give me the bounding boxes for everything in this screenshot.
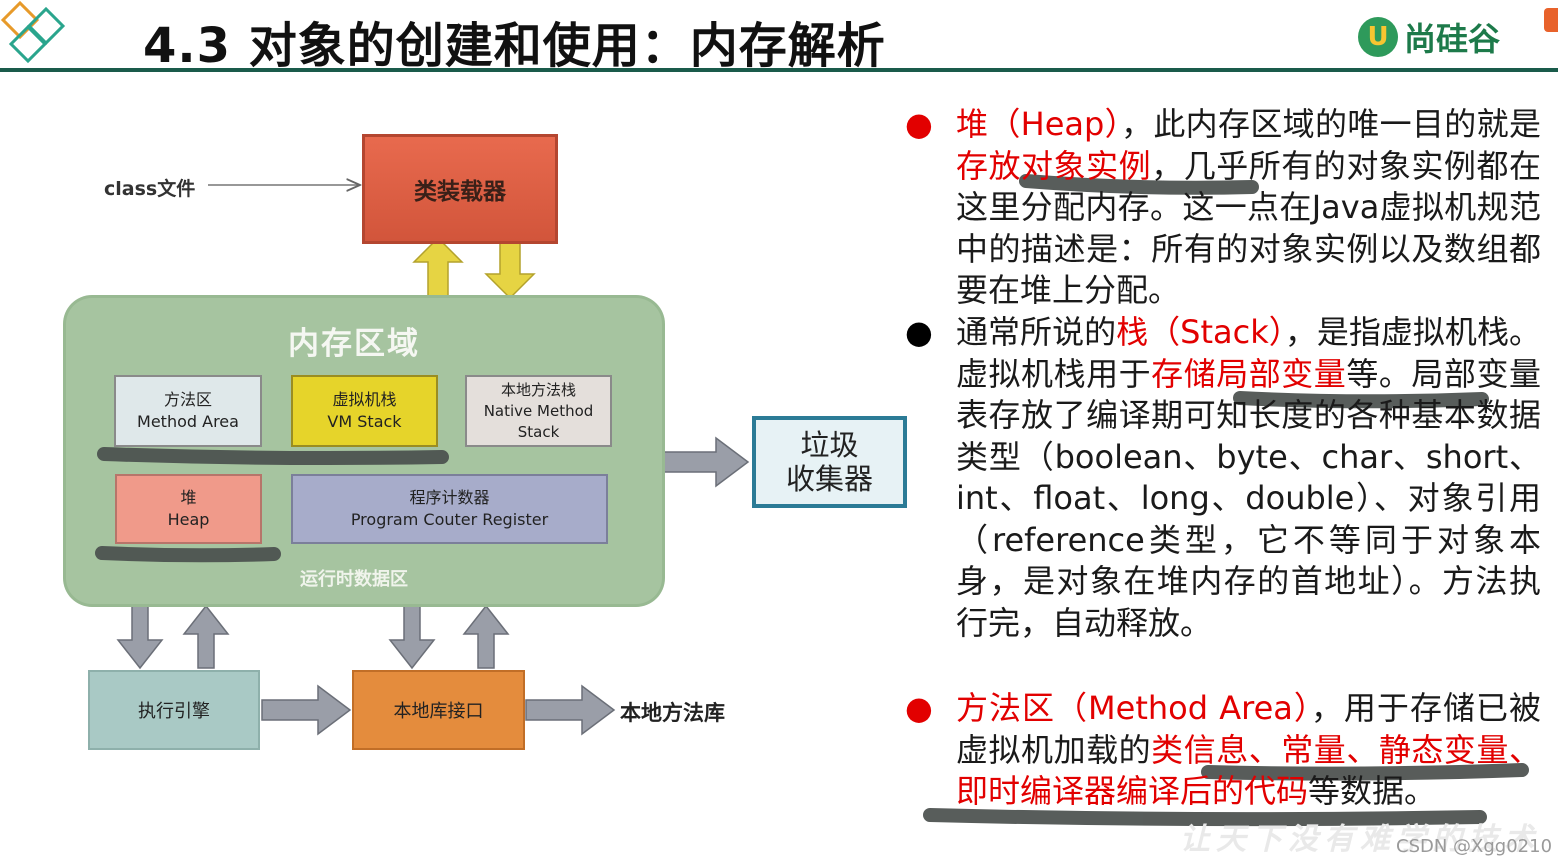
native-down-arrow (388, 605, 436, 670)
stack-text-c: 存储局部变量 (1151, 354, 1347, 393)
heap-text-c: ，几乎所有的对象实例都在这里分配内存。这一点在Java虚拟机规范中的描述是：所有… (956, 146, 1541, 310)
stack-text-b: ，是指虚拟机栈。虚拟机栈用于 (956, 313, 1541, 393)
method-text-c: 等数据。 (1308, 772, 1437, 810)
brand-badge-icon: U (1358, 17, 1398, 57)
stroke-method-text-1 (1201, 763, 1529, 781)
exec-to-native-arrow (261, 684, 352, 736)
heap-cn: 堆 (180, 488, 197, 507)
heap-box: 堆 Heap (115, 474, 262, 544)
csdn-credit: CSDN @Xgg0210 (1396, 836, 1553, 857)
method-area-en: Method Area (137, 412, 239, 431)
heap-text-a: ，此内存区域的唯一目的就是 (1121, 105, 1541, 143)
loader-down-arrow (484, 237, 536, 300)
header-rule (0, 68, 1558, 72)
method-area-cn: 方法区 (163, 390, 212, 409)
watermark: 让天下没有难学的技术 (1180, 822, 1540, 857)
stroke-method-vm (97, 447, 449, 465)
pc-cn: 程序计数器 (409, 488, 490, 507)
gc-line2: 收集器 (785, 462, 873, 496)
bullet-stack: ● 通常所说的栈（Stack），是指虚拟机栈。虚拟机栈用于存储局部变量等。局部变… (905, 312, 1555, 692)
stroke-heap-text (1019, 174, 1259, 195)
native-to-lib-arrow (525, 684, 616, 736)
stack-text-d: 等。局部变量表存放了编译期可知长度的各种基本数据类型（boolean、byte、… (956, 354, 1541, 642)
method-text-a: ，用于存储已被虚拟机加载的 (956, 689, 1541, 769)
method-text-b: 类信息、常量、静态变量、即时编译器编译后的代码 (956, 730, 1541, 811)
exec-up-arrow (182, 604, 230, 669)
gc-arrow (661, 436, 750, 488)
corner-tab (1544, 8, 1558, 32)
memory-area-title: 内存区域 (288, 326, 420, 362)
diagram-arrows (116, 0, 750, 736)
logo-diamonds-icon (0, 0, 66, 64)
gc-line1: 垃圾 (800, 428, 859, 462)
native-stack-box: 本地方法栈 Native Method Stack (465, 375, 612, 447)
pc-en: Program Couter Register (350, 510, 549, 529)
stroke-heap (95, 546, 281, 563)
brand-name: 尚硅谷 (1404, 20, 1501, 58)
heap-term: 堆（Heap） (956, 105, 1121, 143)
program-counter-box: 程序计数器 Program Couter Register (291, 474, 608, 544)
exec-down-arrow (116, 605, 164, 670)
native-interface-box: 本地库接口 (352, 670, 525, 750)
bullet-heap: ● 堆（Heap），此内存区域的唯一目的就是存放对象实例，几乎所有的对象实例都在… (905, 104, 1555, 310)
heap-en: Heap (167, 510, 210, 529)
method-area-box: 方法区 Method Area (114, 375, 262, 447)
runtime-area-label: 运行时数据区 (300, 569, 408, 590)
class-loader-box: 类装载器 (362, 134, 558, 244)
vm-stack-en: VM Stack (327, 412, 402, 431)
bullet-dot-red: ● (905, 105, 933, 143)
stroke-stack-text (1233, 391, 1489, 409)
bullet-dot-red: ● (905, 689, 933, 727)
execution-engine-box: 执行引擎 (88, 670, 260, 750)
loader-up-arrow (412, 236, 464, 299)
slide-title: 4.3 对象的创建和使用：内存解析 (143, 18, 886, 74)
bullet-dot-black: ● (905, 313, 933, 351)
brand-logo: U 尚硅谷 (1358, 12, 1500, 62)
method-term: 方法区（Method Area） (956, 689, 1311, 727)
vm-stack-box: 虚拟机栈 VM Stack (291, 375, 438, 447)
vm-stack-cn: 虚拟机栈 (332, 390, 397, 409)
stack-text-a: 通常所说的 (956, 313, 1117, 351)
bullet-method-area: ● 方法区（Method Area），用于存储已被虚拟机加载的类信息、常量、静态… (905, 688, 1555, 858)
native-stack-en2: Stack (517, 422, 560, 441)
native-up-arrow (462, 604, 510, 669)
native-library-label: 本地方法库 (620, 701, 725, 725)
class-file-label: class文件 (104, 178, 196, 200)
native-stack-en1: Native Method (483, 401, 594, 420)
stroke-method-text-2 (923, 808, 1487, 827)
heap-text-b: 存放对象实例 (956, 146, 1152, 185)
garbage-collector-box: 垃圾 收集器 (752, 416, 907, 508)
native-stack-cn: 本地方法栈 (500, 380, 576, 399)
stack-term: 栈（Stack） (1116, 313, 1285, 351)
